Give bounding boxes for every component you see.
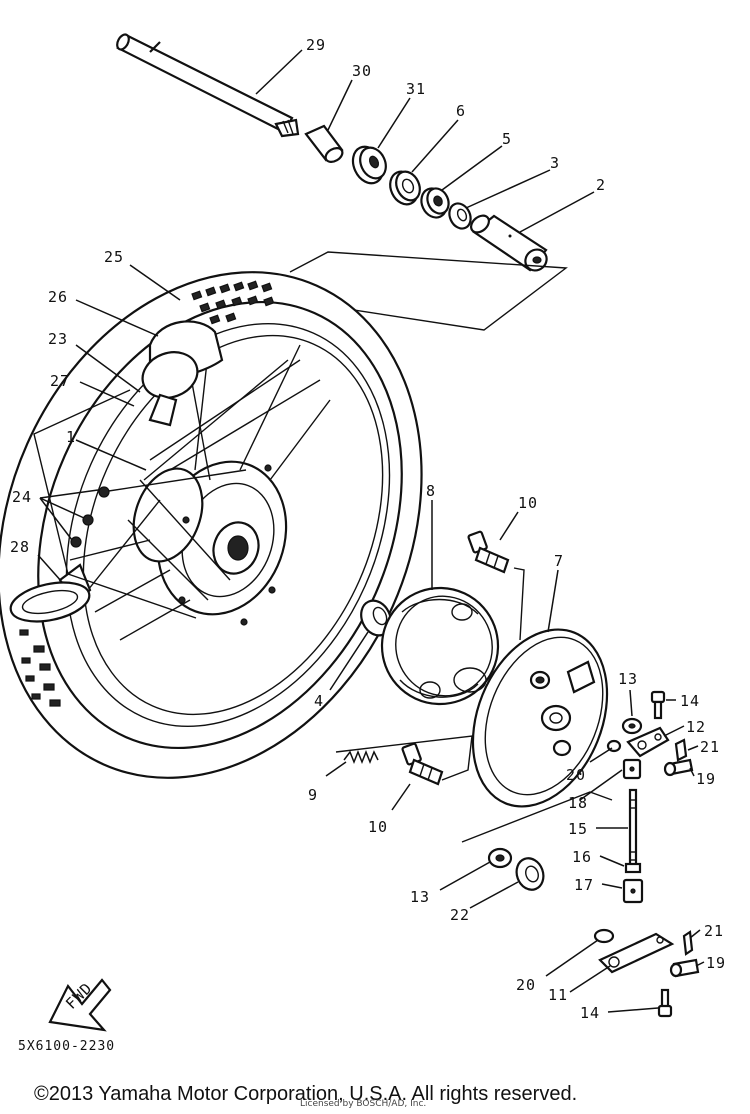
brake-rod-15: [628, 788, 638, 868]
watermark-text: Licensed by BOSCH/AD, Inc.: [300, 1099, 426, 1109]
joint-17: [622, 878, 644, 904]
tread-pattern-bottom: [19, 629, 61, 707]
fwd-arrow-icon: FWD: [48, 978, 112, 1032]
callout-13-upper: 13: [618, 670, 638, 688]
callout-9: 9: [308, 786, 318, 804]
seal-22: [515, 857, 545, 891]
front-wheel: [0, 271, 423, 779]
callout-19-upper: 19: [696, 770, 716, 788]
copyright-notice: ©2013 Yamaha Motor Corporation, U.S.A. A…: [34, 1083, 577, 1105]
callout-18: 18: [568, 794, 588, 812]
callout-16: 16: [572, 848, 592, 866]
callout-21-lower: 21: [704, 922, 724, 940]
leader-lines: [37, 49, 705, 1013]
callout-1: 1: [66, 428, 76, 446]
callout-19-lower: 19: [706, 954, 726, 972]
callout-7: 7: [554, 552, 564, 570]
bearing-6: [389, 170, 421, 206]
callout-3: 3: [550, 154, 560, 172]
bolt-14-upper: [650, 690, 666, 720]
callout-24: 24: [12, 488, 32, 506]
washer-13-lower: [487, 847, 513, 869]
callout-29: 29: [306, 36, 326, 54]
callout-30: 30: [352, 62, 372, 80]
callout-20-upper: 20: [566, 766, 586, 784]
diagram-code: 5X6100-2230: [18, 1039, 115, 1054]
axle-29: [116, 33, 300, 138]
bearing-5: [420, 187, 450, 219]
pin-19-upper: [663, 758, 694, 777]
callout-31: 31: [406, 80, 426, 98]
callout-17: 17: [574, 876, 594, 894]
callout-numbers: 29 30 31 6 5 3 2 25 26 23 27 1 24 28 8 1…: [10, 36, 726, 1022]
washer-13-upper: [621, 717, 643, 735]
callout-28: 28: [10, 538, 30, 556]
callout-10-lower: 10: [368, 818, 388, 836]
callout-8: 8: [426, 482, 436, 500]
brake-cam-lever-12: [626, 726, 670, 758]
brake-cam-10-lower: [401, 742, 444, 786]
joint-18: [622, 758, 642, 780]
bolt-14-lower: [657, 988, 673, 1018]
callout-10-upper: 10: [518, 494, 538, 512]
callout-22: 22: [450, 906, 470, 924]
oil-seal-31: [351, 145, 387, 185]
callout-13-lower: 13: [410, 888, 430, 906]
cotter-pin-21-upper: [674, 738, 688, 762]
spokes: [69, 334, 331, 641]
callout-6: 6: [456, 102, 466, 120]
callout-26: 26: [48, 288, 68, 306]
brake-plate-7: [471, 628, 609, 808]
callout-12: 12: [686, 718, 706, 736]
pin-19-lower: [669, 958, 700, 978]
flange-3: [448, 202, 472, 230]
brake-shoes-8: [380, 586, 500, 706]
callout-11: 11: [548, 986, 568, 1004]
cotter-pin-21-lower: [682, 930, 694, 956]
callout-15: 15: [568, 820, 588, 838]
callout-27: 27: [50, 372, 70, 390]
callout-2: 2: [596, 176, 606, 194]
spacer-2: [470, 214, 548, 272]
callout-4: 4: [314, 692, 324, 710]
brake-cam-10-upper: [467, 530, 510, 574]
nut-16: [624, 862, 642, 874]
callout-5: 5: [502, 130, 512, 148]
callout-14-upper: 14: [680, 692, 700, 710]
callout-23: 23: [48, 330, 68, 348]
collar-30: [304, 124, 344, 163]
callout-25: 25: [104, 248, 124, 266]
callout-14-lower: 14: [580, 1004, 600, 1022]
callout-20-lower: 20: [516, 976, 536, 994]
callout-21-upper: 21: [700, 738, 720, 756]
tread-pattern-top: [191, 280, 275, 325]
camshaft-lever-11: [593, 928, 675, 974]
spring-9: [343, 749, 379, 765]
